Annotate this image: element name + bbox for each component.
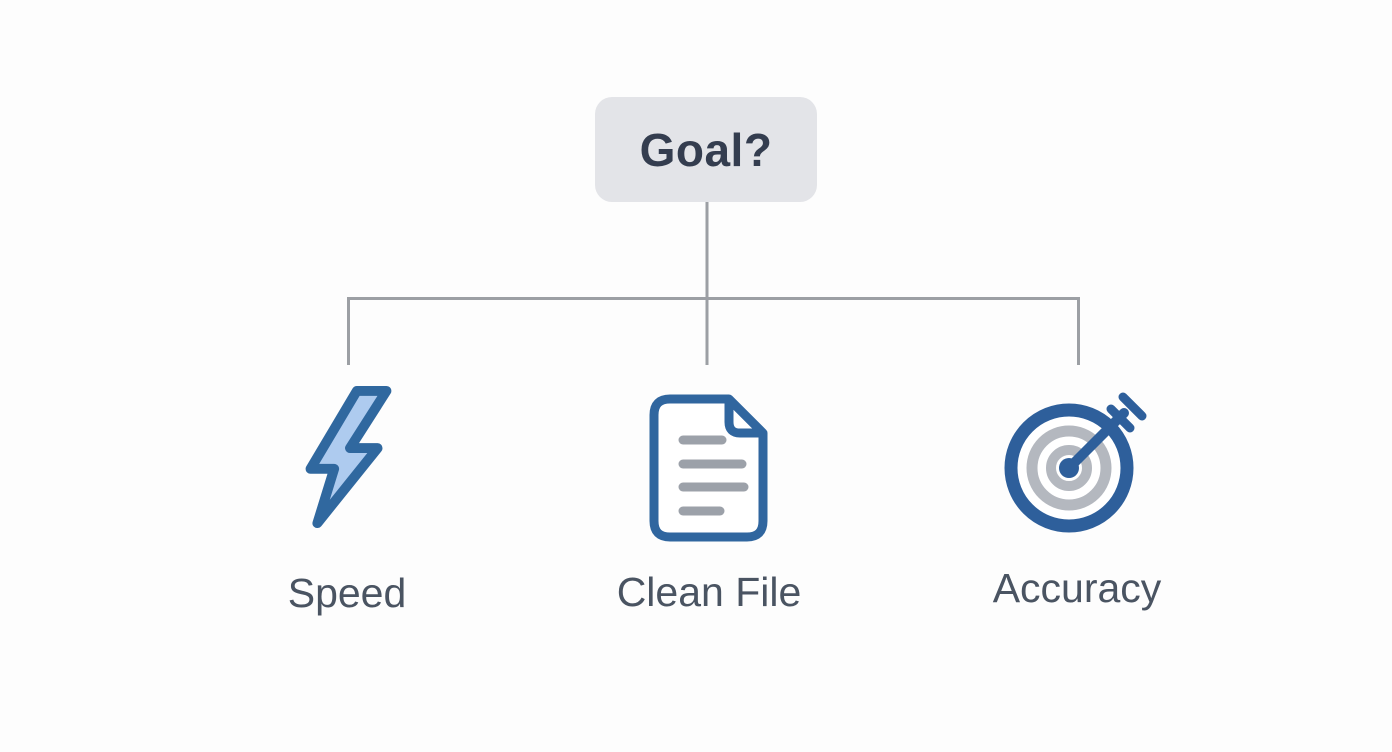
document-icon [649, 394, 769, 542]
branch-accuracy: Accuracy [917, 388, 1237, 609]
lightning-icon [291, 383, 403, 531]
goal-node: Goal? [595, 97, 817, 202]
branch-clean-file: Clean File [549, 394, 869, 613]
branch-speed: Speed [187, 383, 507, 614]
branch-label-clean-file: Clean File [616, 569, 802, 615]
branch-label-speed: Speed [287, 570, 407, 616]
target-icon [998, 388, 1156, 540]
goal-label: Goal? [639, 123, 773, 176]
branch-label-accuracy: Accuracy [992, 565, 1162, 611]
